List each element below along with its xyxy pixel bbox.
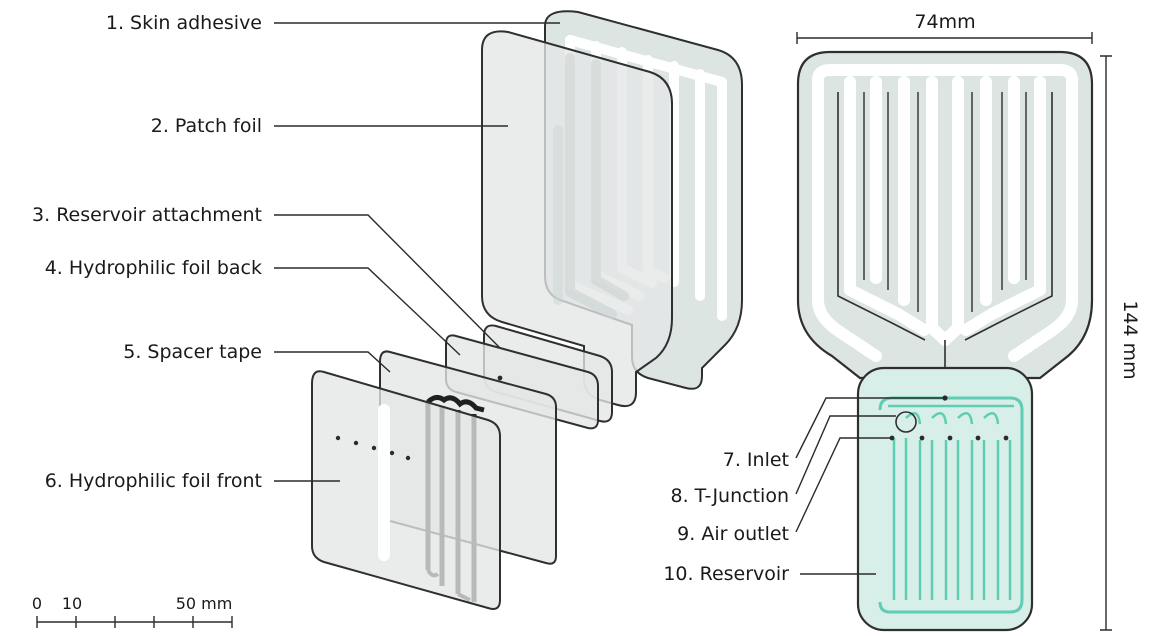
label-t-junction: 8. T-Junction xyxy=(671,485,789,507)
height-dimension-label: 144 mm xyxy=(1119,300,1141,379)
right-labels: 7. Inlet 8. T-Junction 9. Air outlet 10.… xyxy=(663,397,945,585)
left-labels: 1. Skin adhesive 2. Patch foil 3. Reserv… xyxy=(32,12,560,492)
scale-bar: 0 10 50 mm xyxy=(32,594,233,628)
hydrophilic-foil-front-layer xyxy=(311,370,501,610)
label-spacer-tape: 5. Spacer tape xyxy=(123,341,262,363)
leader-t-junction xyxy=(795,415,896,495)
patch-foil-layer xyxy=(481,30,673,408)
leader-reservoir-attachment xyxy=(274,214,501,349)
front-dot-1 xyxy=(335,435,341,441)
air-outlet-dot-2 xyxy=(919,435,925,441)
front-dot-3 xyxy=(371,445,377,451)
scale-tick-50-label: 50 mm xyxy=(176,594,233,613)
leader-air-outlet xyxy=(795,437,892,533)
label-patch-foil: 2. Patch foil xyxy=(151,115,262,137)
front-dot-4 xyxy=(389,450,395,456)
label-hydrophilic-foil-back: 4. Hydrophilic foil back xyxy=(45,257,262,279)
inlet-hole-dot xyxy=(497,375,503,381)
height-dimension: 144 mm xyxy=(1100,55,1141,631)
label-air-outlet: 9. Air outlet xyxy=(677,523,789,545)
width-dimension-label: 74mm xyxy=(914,11,975,33)
label-reservoir: 10. Reservoir xyxy=(663,563,789,585)
label-inlet: 7. Inlet xyxy=(723,449,789,471)
label-reservoir-attachment: 3. Reservoir attachment xyxy=(32,204,262,226)
front-dot-2 xyxy=(353,440,359,446)
label-hydrophilic-foil-front: 6. Hydrophilic foil front xyxy=(45,470,262,492)
leader-inlet xyxy=(795,397,945,459)
reservoir-area xyxy=(856,366,1034,632)
air-outlet-dot-4 xyxy=(975,435,981,441)
front-dot-5 xyxy=(405,455,411,461)
air-outlet-dot-5 xyxy=(1003,435,1009,441)
scale-tick-10-label: 10 xyxy=(62,594,82,613)
scale-tick-0-label: 0 xyxy=(32,594,42,613)
label-skin-adhesive: 1. Skin adhesive xyxy=(106,12,262,34)
width-dimension: 74mm xyxy=(796,11,1093,44)
air-outlet-dot-3 xyxy=(947,435,953,441)
hydrophilic-foil-back-layer xyxy=(445,334,599,430)
assembled-patch xyxy=(796,50,1094,380)
leader-spacer-tape xyxy=(274,351,391,373)
leader-hydrophilic-foil-back xyxy=(274,267,461,356)
t-junction-marker xyxy=(895,411,917,433)
